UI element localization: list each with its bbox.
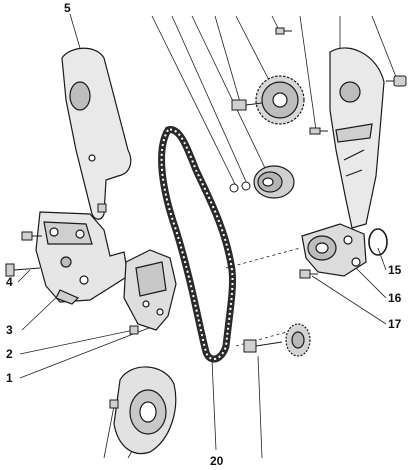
- tensioner-pulley: [253, 165, 295, 199]
- upper-timing-cover: [61, 47, 132, 220]
- water-pump-o-ring: [368, 228, 388, 256]
- small-bolts-top: [275, 27, 328, 135]
- lower-cover-bolt: [109, 399, 119, 409]
- timing-belt: [158, 126, 237, 363]
- callout-3: 3: [6, 323, 13, 337]
- crankshaft-sprocket: [285, 323, 311, 357]
- plate-bolt: [129, 325, 139, 335]
- callout-20: 20: [210, 454, 224, 468]
- water-pump: [301, 223, 367, 277]
- camshaft-sprocket-bolt: [231, 99, 263, 111]
- tensioner-washers: [229, 181, 251, 193]
- bracket-top-bolt: [21, 231, 42, 241]
- crankshaft-bolt: [243, 339, 283, 353]
- water-pump-bolt: [299, 269, 318, 279]
- callout-4: 4: [6, 275, 13, 289]
- callout-15: 15: [388, 263, 402, 277]
- bracket-bolt: [5, 263, 41, 277]
- callout-2: 2: [6, 347, 13, 361]
- lower-timing-cover: [113, 366, 177, 455]
- cover-bolt-top-right: [386, 75, 407, 87]
- callout-5: 5: [64, 1, 71, 15]
- rear-timing-cover: [329, 47, 385, 229]
- cover-bolt-left: [97, 203, 107, 213]
- camshaft-sprocket: [255, 75, 305, 125]
- callout-1: 1: [6, 371, 13, 385]
- lower-rear-plate: [123, 249, 177, 331]
- injection-pump-bracket: [35, 211, 129, 305]
- callout-16: 16: [388, 291, 402, 305]
- callout-17: 17: [388, 317, 402, 331]
- leader-lines: [17, 13, 399, 459]
